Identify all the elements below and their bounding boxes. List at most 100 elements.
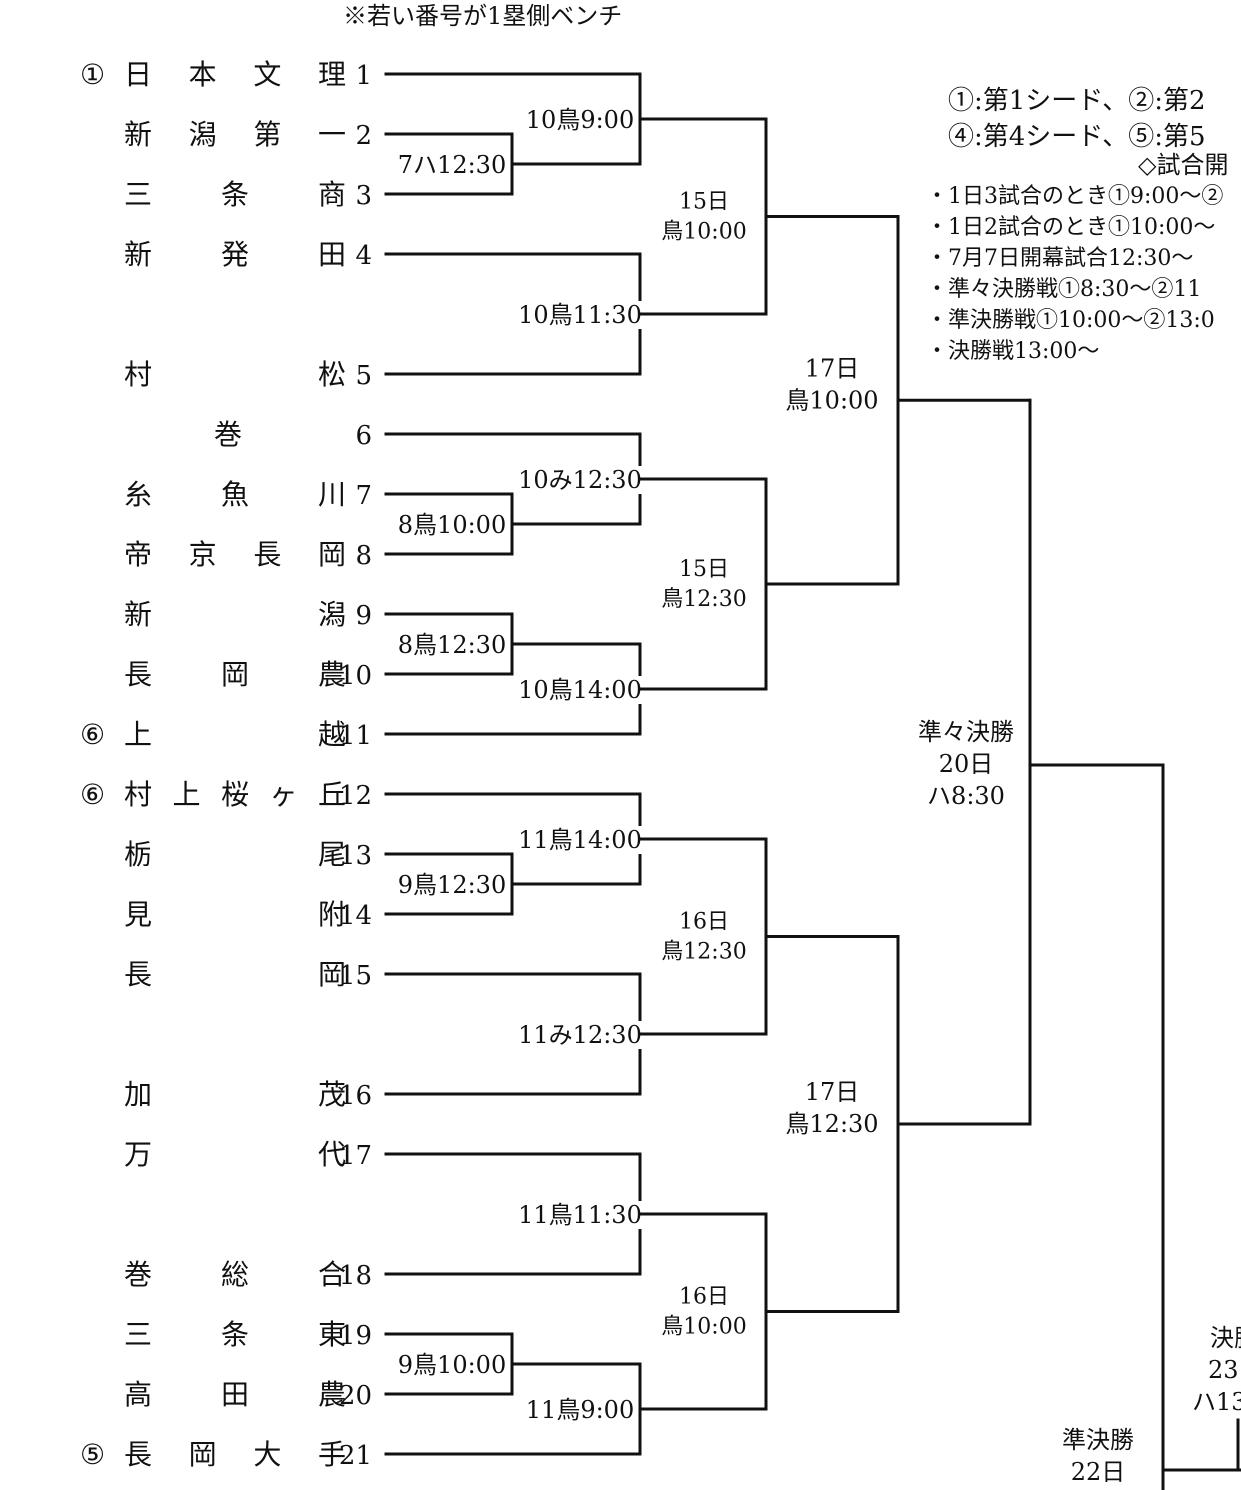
team-name-char: 長 — [124, 658, 152, 691]
round2-match-label-bg — [518, 301, 642, 329]
seed-legend-line-1: ①:第1シード、②:第2 — [948, 86, 1206, 116]
round2-match-label: 11み12:30 — [518, 1021, 642, 1049]
team-name-char: 新 — [124, 238, 152, 271]
round2-match-label-bg — [518, 826, 642, 854]
round1-match-label-bg — [397, 1351, 507, 1379]
team-name-char: 文 — [253, 58, 281, 91]
team-number: 7 — [355, 481, 372, 511]
final-time-bg — [1190, 1388, 1241, 1416]
team-name-char: 長 — [124, 1438, 152, 1471]
team-name-char: 岡 — [318, 538, 346, 571]
round1-match-label: 9鳥12:30 — [398, 871, 506, 899]
team-name-char: 京 — [189, 538, 217, 571]
team-name-char: 越 — [318, 718, 346, 751]
seed-badge: ⑥ — [80, 778, 105, 811]
round3-day: 15日 — [679, 190, 729, 215]
round4-day-bg — [807, 354, 857, 383]
team-name-char: 魚 — [221, 478, 249, 511]
round3-day: 16日 — [679, 910, 729, 935]
round3-day: 16日 — [679, 1285, 729, 1310]
team-number: 21 — [339, 1441, 372, 1471]
quarterfinal-day-bg — [941, 750, 991, 779]
round2-match-label: 11鳥9:00 — [526, 1396, 634, 1424]
team-name-char: 丘 — [318, 778, 346, 811]
round2-match-label: 10鳥14:00 — [518, 676, 642, 704]
team-name: 巻 — [214, 418, 242, 451]
team-name-char: 岡 — [318, 958, 346, 991]
round1-match-label: 8鳥12:30 — [398, 631, 506, 659]
round4-time-bg — [785, 386, 879, 415]
round2-match-label: 11鳥11:30 — [518, 1201, 642, 1229]
round3-time: 鳥10:00 — [661, 1315, 746, 1340]
round2-match-label-bg — [518, 1021, 642, 1049]
team-number: 19 — [339, 1321, 372, 1351]
team-name-char: 三 — [124, 1318, 152, 1351]
rule-item: ・7月7日開幕試合12:30～ — [926, 246, 1194, 271]
team-number: 11 — [339, 721, 372, 751]
seed-badge: ⑥ — [80, 718, 105, 751]
round3-time-bg — [661, 1313, 747, 1340]
team-name-char: 商 — [318, 178, 346, 211]
round4-day: 17日 — [805, 354, 860, 382]
team-name-char: 上 — [124, 718, 152, 751]
team-name-char: 日 — [124, 58, 152, 91]
team-name-char: 上 — [172, 778, 200, 811]
team-number: 14 — [339, 901, 372, 931]
team-number: 1 — [355, 61, 372, 91]
round3-day: 15日 — [679, 557, 729, 582]
round2-match-label: 11鳥14:00 — [518, 826, 642, 854]
team-name-char: 栃 — [124, 838, 152, 871]
team-name-char: 条 — [221, 1318, 249, 1351]
team-name-char: 手 — [318, 1438, 346, 1471]
team-number: 15 — [339, 961, 372, 991]
team-name-char: 大 — [253, 1438, 281, 1471]
rule-item: ・1日2試合のとき①10:00～ — [926, 215, 1216, 240]
team-name-char: ヶ — [269, 778, 297, 811]
team-name-char: 松 — [318, 358, 346, 391]
team-name-char: 見 — [124, 898, 152, 931]
team-name-char: 条 — [221, 178, 249, 211]
semifinal-day-bg — [1073, 1458, 1123, 1486]
quarterfinal-title: 準々決勝 — [918, 718, 1014, 746]
team-name-char: 田 — [318, 238, 346, 271]
round3-time-bg — [661, 218, 747, 245]
team-name-char: 本 — [189, 58, 217, 91]
round2-match-label: 10み12:30 — [518, 466, 642, 494]
round3-time: 鳥10:00 — [661, 220, 746, 245]
team-name-char: 代 — [318, 1138, 346, 1171]
final-day: 23日 — [1208, 1356, 1241, 1384]
round3-day-bg — [681, 556, 727, 582]
round1-match-label: 7ハ12:30 — [398, 151, 506, 179]
team-number: 9 — [355, 601, 372, 631]
round1-match-label-bg — [397, 151, 507, 179]
team-name-char: 帝 — [124, 538, 152, 571]
team-number: 8 — [355, 541, 372, 571]
round4-day: 17日 — [805, 1078, 860, 1106]
quarterfinal-title-bg — [934, 718, 998, 747]
seed-badge: ⑤ — [80, 1438, 105, 1471]
round3-time-bg — [661, 938, 747, 965]
game-time-rules: ◇試合開 ・1日3試合のとき①9:00～② ・1日2試合のとき①10:00～ ・… — [926, 150, 1228, 367]
team-name-char: 万 — [124, 1138, 152, 1171]
team-number: 18 — [339, 1261, 372, 1291]
team-number: 10 — [339, 661, 372, 691]
team-name-char: 田 — [221, 1378, 249, 1411]
team-name-char: 巻 — [124, 1258, 152, 1291]
round4-day-bg — [807, 1078, 857, 1106]
round3-time-bg — [661, 586, 747, 612]
team-name-char: 長 — [253, 538, 281, 571]
team-number: 6 — [355, 421, 372, 451]
round1-match-label-bg — [397, 631, 507, 659]
final-title-bg — [1208, 1324, 1241, 1352]
team-name-char: 農 — [318, 1378, 346, 1411]
round2-match-label-bg — [518, 466, 642, 494]
round3-time: 鳥12:30 — [661, 940, 746, 965]
rule-item: ・準決勝戦①10:00～②13:0 — [926, 308, 1215, 333]
rule-item: ・1日3試合のとき①9:00～② — [926, 184, 1224, 209]
team-name-char: 茂 — [318, 1078, 346, 1111]
team-name-char: 岡 — [189, 1438, 217, 1471]
quarterfinal-time: ハ8:30 — [927, 782, 1005, 810]
team-number: 12 — [339, 781, 372, 811]
team-name-char: 附 — [318, 898, 346, 931]
